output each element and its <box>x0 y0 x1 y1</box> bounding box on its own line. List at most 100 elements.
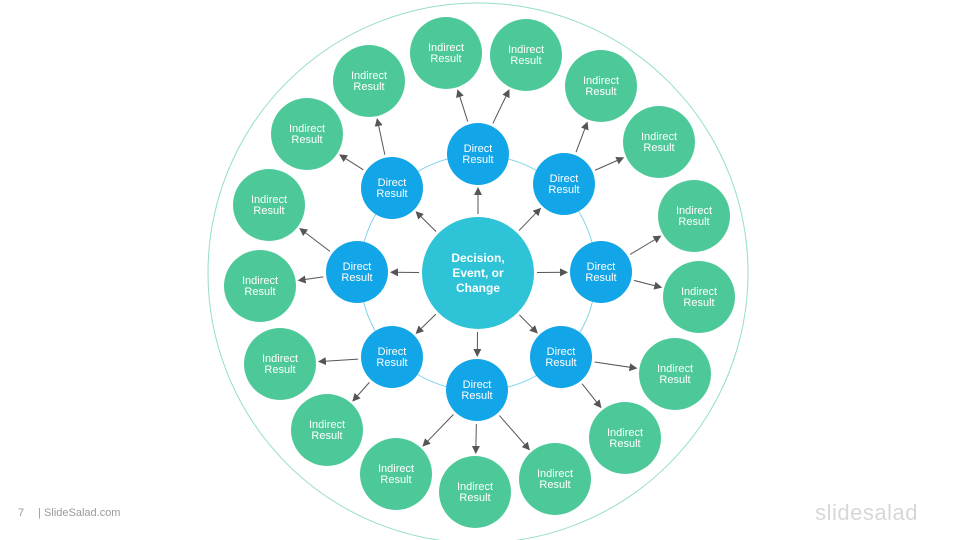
indirect-result-3-label-line-2: Result <box>585 86 616 98</box>
outer-ring <box>207 2 749 540</box>
indirect-result-9-circle <box>519 443 591 515</box>
indirect-result-17-label-line-2: Result <box>353 81 384 93</box>
indirect-result-17-label-line-1: Indirect <box>351 70 387 82</box>
arrow-center-to-direct-2 <box>518 207 542 231</box>
indirect-result-14-circle <box>224 250 296 322</box>
indirect-result-1-label-line-2: Result <box>430 53 461 65</box>
indirect-result-16-label-line-1: Indirect <box>289 123 325 135</box>
indirect-result-3-circle <box>565 50 637 122</box>
indirect-result-11-circle <box>360 438 432 510</box>
indirect-result-1-circle <box>410 17 482 89</box>
indirect-result-1-label-line-1: Indirect <box>428 42 464 54</box>
indirect-result-8-label-line-2: Result <box>609 438 640 450</box>
direct-result-5-label-line-2: Result <box>461 390 492 402</box>
center-node[interactable]: Decision, Event, or Change <box>422 217 534 329</box>
arrow-direct-1-to-indirect-1 <box>456 89 469 122</box>
indirect-result-11-label-line-1: Indirect <box>378 463 414 475</box>
indirect-result-4-circle <box>623 106 695 178</box>
indirect-result-2-label-line-1: Indirect <box>508 44 544 56</box>
direct-result-8-circle <box>361 157 423 219</box>
indirect-result-13-label-line-1: Indirect <box>262 353 298 365</box>
direct-result-8-label-line-2: Result <box>376 188 407 200</box>
arrow-center-to-direct-6 <box>415 313 437 334</box>
direct-result-3-label-line-2: Result <box>585 272 616 284</box>
indirect-result-11-label-line-2: Result <box>380 474 411 486</box>
center-label-line-1: Decision, <box>451 251 504 265</box>
direct-result-6-circle <box>361 326 423 388</box>
arrow-center-to-direct-8 <box>415 211 437 232</box>
arrow-direct-7-to-indirect-15 <box>299 228 331 252</box>
arrow-direct-4-to-indirect-8 <box>581 383 602 409</box>
direct-result-1-label-line-1: Direct <box>464 143 493 155</box>
direct-result-1-circle <box>447 123 509 185</box>
indirect-result-2-label-line-2: Result <box>510 55 541 67</box>
arrow-direct-4-to-indirect-7 <box>594 361 638 372</box>
indirect-result-5-label-line-2: Result <box>678 216 709 228</box>
indirect-result-17-circle <box>333 45 405 117</box>
direct-result-8-label-line-1: Direct <box>378 177 407 189</box>
indirect-result-14-label-line-1: Indirect <box>242 275 278 287</box>
arrow-direct-2-to-indirect-3 <box>575 121 589 153</box>
indirect-result-6-label-line-2: Result <box>683 297 714 309</box>
indirect-result-12-label-line-1: Indirect <box>309 419 345 431</box>
indirect-result-9-label-line-1: Indirect <box>537 468 573 480</box>
indirect-result-4-label-line-2: Result <box>643 142 674 154</box>
indirect-result-10-label-line-2: Result <box>459 492 490 504</box>
indirect-result-9-label-line-2: Result <box>539 479 570 491</box>
arrow-direct-3-to-indirect-6 <box>633 279 663 290</box>
page-number: 7 <box>18 507 25 519</box>
site-link[interactable]: | SlideSalad.com <box>38 507 121 519</box>
indirect-result-5-circle <box>658 180 730 252</box>
indirect-result-14-label-line-2: Result <box>244 286 275 298</box>
indirect-result-6-circle <box>663 261 735 333</box>
center-circle <box>422 217 534 329</box>
indirect-result-3-label-line-1: Indirect <box>583 75 619 87</box>
direct-result-3-label-line-1: Direct <box>587 261 616 273</box>
direct-result-4-label-line-1: Direct <box>547 346 576 358</box>
indirect-result-15-label-line-1: Indirect <box>251 194 287 206</box>
arrow-direct-6-to-indirect-12 <box>352 382 370 402</box>
indirect-results-layer: IndirectResultIndirectResultIndirectResu… <box>224 17 735 528</box>
arrow-direct-2-to-indirect-4 <box>594 156 625 171</box>
center-label-line-3: Change <box>456 281 500 295</box>
arrow-direct-3-to-indirect-5 <box>629 235 662 255</box>
indirect-result-7-label-line-2: Result <box>659 374 690 386</box>
arrow-direct-8-to-indirect-17 <box>374 118 386 155</box>
footer: 7 | SlideSalad.com <box>18 507 120 519</box>
indirect-result-15-label-line-2: Result <box>253 205 284 217</box>
arrow-direct-8-to-indirect-16 <box>339 154 364 171</box>
direct-result-1-label-line-2: Result <box>462 154 493 166</box>
indirect-result-6-label-line-1: Indirect <box>681 286 717 298</box>
arrows-layer <box>297 89 663 455</box>
direct-result-7-circle <box>326 241 388 303</box>
direct-result-4-circle <box>530 326 592 388</box>
indirect-result-12-label-line-2: Result <box>311 430 342 442</box>
arrow-direct-5-to-indirect-9 <box>499 415 530 451</box>
